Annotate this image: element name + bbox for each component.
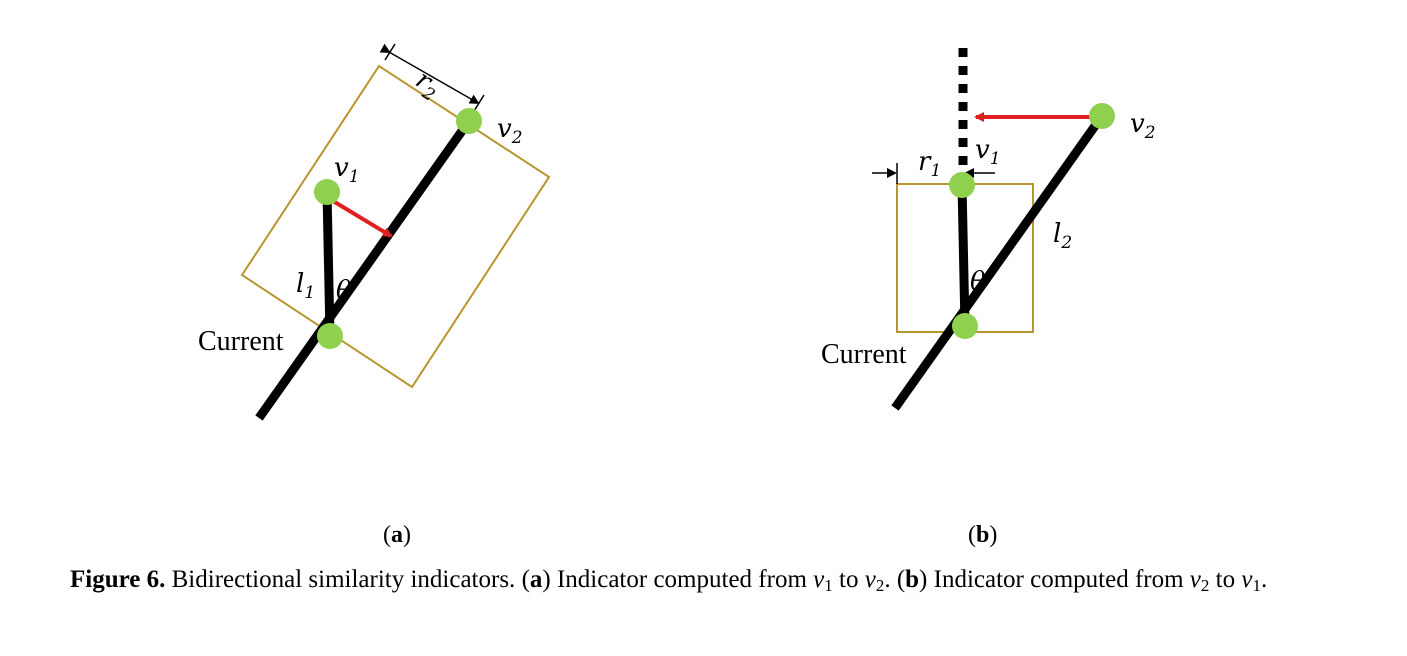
r2-dimension-line [379,43,480,104]
r2-tick-left [384,43,396,61]
panel-a: r2 v2 v1 l1 θ Current [198,43,551,421]
rotated-bounding-box [240,64,551,389]
figure-label: Figure 6. [70,566,166,593]
panel-a-label: (a) [383,522,411,548]
node-v2 [456,108,482,134]
label-theta: θ [970,267,986,297]
line-l1 [322,191,335,337]
label-v1: v1 [334,153,360,187]
node-v1 [314,179,340,205]
projection-arrow [331,199,393,238]
label-theta: θ [336,276,352,306]
label-v2: v2 [1130,109,1156,143]
label-current: Current [198,326,284,357]
label-current: Current [821,339,907,370]
panel-b: v2 v1 r1 l2 θ Current [821,48,1156,411]
node-v2 [1089,103,1115,129]
figure-caption: Figure 6. Bidirectional similarity indic… [70,566,1268,595]
node-v1 [949,172,975,198]
node-current [952,313,978,339]
label-v2: v2 [497,114,523,148]
line-l2 [255,118,473,421]
label-l1: l1 [296,269,315,303]
figure-diagram: r2 v2 v1 l1 θ Current v2 v1 r1 [198,43,1156,421]
label-r1: r1 [918,147,941,181]
r2-tick-right [473,94,485,112]
line-l2 [891,113,1106,411]
label-v1: v1 [975,135,1001,169]
label-l2: l2 [1053,219,1072,253]
node-current [317,323,343,349]
label-r2: r2 [408,65,446,106]
panel-b-label: (b) [968,522,998,548]
